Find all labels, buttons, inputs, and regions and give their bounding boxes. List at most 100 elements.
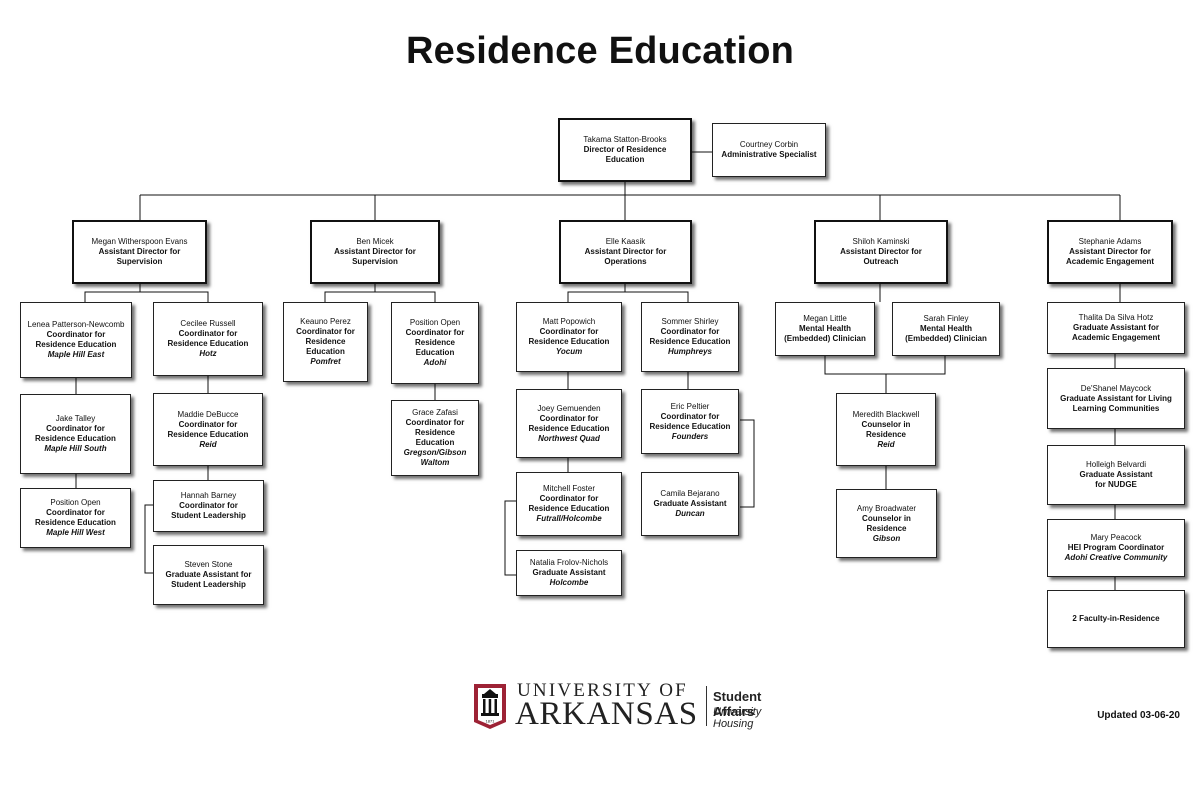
- node-title: Assistant Director for Outreach: [840, 247, 922, 266]
- org-node-ad-evans: Megan Witherspoon Evans Assistant Direct…: [72, 220, 207, 284]
- node-name: Jake Talley: [55, 414, 96, 423]
- node-title: Coordinator for Residence Education: [35, 424, 116, 443]
- node-name: Eric Peltier: [670, 401, 710, 411]
- org-node-frolov-nichols: Natalia Frolov-Nichols Graduate Assistan…: [516, 550, 622, 596]
- university-logo: 1871 UNIVERSITY OF ARKANSAS Student Affa…: [470, 676, 790, 736]
- org-node-ad-kaminski: Shiloh Kaminski Assistant Director for O…: [814, 220, 948, 284]
- org-node-ad-micek: Ben Micek Assistant Director for Supervi…: [310, 220, 440, 284]
- node-name: Sommer Shirley: [661, 317, 719, 326]
- node-title: HEI Program Coordinator: [1067, 543, 1165, 552]
- node-name: Holleigh Belvardi: [1085, 460, 1147, 469]
- node-name: De'Shanel Maycock: [1080, 383, 1152, 393]
- node-name: Hannah Barney: [180, 491, 237, 500]
- node-location: Adohi Creative Community: [1064, 553, 1168, 562]
- org-node-open-maple-hill-west: Position Open Coordinator for Residence …: [20, 488, 131, 548]
- node-title: Mental Health (Embedded) Clinician: [784, 324, 866, 343]
- node-name: Mary Peacock: [1090, 533, 1142, 542]
- node-title: Coordinator for Residence Education: [405, 418, 465, 447]
- org-node-maycock: De'Shanel Maycock Graduate Assistant for…: [1047, 368, 1185, 429]
- node-title: Counselor in Residence: [862, 513, 911, 533]
- org-node-zafasi: Grace Zafasi Coordinator for Residence E…: [391, 400, 479, 476]
- node-name: Grace Zafasi: [412, 408, 458, 417]
- node-title: Assistant Director for Supervision: [334, 247, 416, 266]
- node-location: Futrall/Holcombe: [536, 514, 602, 523]
- node-title: Coordinator for Residence Education: [528, 413, 610, 433]
- node-location: Gregson/Gibson Waltom: [403, 448, 467, 467]
- node-name: Megan Witherspoon Evans: [91, 237, 188, 246]
- org-node-da-silva-hotz: Thalita Da Silva Hotz Graduate Assistant…: [1047, 302, 1185, 354]
- node-name: Natalia Frolov-Nichols: [529, 558, 609, 567]
- org-node-broadwater: Amy Broadwater Counselor in Residence Gi…: [836, 489, 937, 558]
- node-location: Hotz: [199, 349, 217, 358]
- org-node-ad-adams: Stephanie Adams Assistant Director for A…: [1047, 220, 1173, 284]
- node-title: Assistant Director for Academic Engageme…: [1065, 247, 1155, 266]
- node-title: Counselor in Residence: [861, 419, 911, 439]
- node-title: Coordinator for Residence Education: [405, 328, 465, 357]
- node-location: Yocum: [555, 347, 583, 356]
- logo-arkansas: ARKANSAS: [515, 696, 698, 732]
- logo-division: Student Affairs: [713, 689, 762, 719]
- node-name: Elle Kaasik: [605, 237, 646, 246]
- org-node-gemuenden: Joey Gemuenden Coordinator for Residence…: [516, 389, 622, 458]
- node-location: Humphreys: [667, 347, 712, 356]
- node-name: Shiloh Kaminski: [852, 237, 910, 246]
- node-title: Mental Health (Embedded) Clinician: [905, 324, 987, 343]
- org-node-debucce: Maddie DeBucce Coordinator for Residence…: [153, 393, 263, 466]
- org-node-popowich: Matt Popowich Coordinator for Residence …: [516, 302, 622, 372]
- node-title: 2 Faculty-in-Residence: [1072, 614, 1160, 623]
- node-location: Reid: [877, 439, 895, 449]
- node-name: Takama Statton-Brooks: [583, 135, 667, 144]
- node-name: Stephanie Adams: [1078, 237, 1142, 246]
- org-node-shirley: Sommer Shirley Coordinator for Residence…: [641, 302, 739, 372]
- node-title: Coordinator for Residence Education: [167, 419, 249, 439]
- org-node-newcomb: Lenea Patterson-Newcomb Coordinator for …: [20, 302, 132, 378]
- node-title: Director of Residence Education: [583, 145, 667, 164]
- node-location: Pomfret: [310, 357, 341, 366]
- node-title: Coordinator for Residence Education: [167, 329, 249, 348]
- node-location: Founders: [671, 431, 709, 441]
- node-name: Sarah Finley: [923, 314, 969, 323]
- node-name: Thalita Da Silva Hotz: [1078, 313, 1154, 322]
- node-title: Coordinator for Residence Education: [528, 494, 610, 513]
- org-node-barney: Hannah Barney Coordinator for Student Le…: [153, 480, 264, 532]
- node-name: Megan Little: [803, 314, 847, 323]
- node-title: Coordinator for Residence Education: [35, 330, 117, 349]
- node-title: Coordinator for Residence Education: [649, 411, 731, 431]
- node-title: Graduate Assistant for Academic Engageme…: [1071, 323, 1161, 342]
- node-title: Coordinator for Student Leadership: [171, 501, 246, 520]
- node-name: Keauno Perez: [300, 317, 351, 326]
- org-node-peacock: Mary Peacock HEI Program Coordinator Ado…: [1047, 519, 1185, 577]
- node-title: Coordinator for Residence Education: [649, 327, 731, 346]
- node-name: Maddie DeBucce: [177, 409, 239, 419]
- node-title: Graduate Assistant for Student Leadershi…: [165, 570, 252, 589]
- org-node-blackwell: Meredith Blackwell Counselor in Residenc…: [836, 393, 936, 466]
- node-name: Position Open: [50, 498, 101, 507]
- org-node-finley: Sarah Finley Mental Health (Embedded) Cl…: [892, 302, 1000, 356]
- logo-university-of: UNIVERSITY OF: [517, 680, 688, 701]
- node-location: Reid: [199, 439, 217, 449]
- org-node-perez: Keauno Perez Coordinator for Residence E…: [283, 302, 368, 382]
- node-title: Coordinator for Residence Education: [35, 508, 116, 527]
- node-name: Ben Micek: [356, 237, 394, 246]
- node-location: Northwest Quad: [538, 433, 600, 443]
- node-name: Courtney Corbin: [739, 140, 799, 149]
- org-node-stone: Steven Stone Graduate Assistant for Stud…: [153, 545, 264, 605]
- node-location: Maple Hill East: [47, 350, 105, 359]
- node-location: Holcombe: [549, 578, 589, 587]
- org-node-russell: Cecilee Russell Coordinator for Residenc…: [153, 302, 263, 376]
- updated-date: Updated 03-06-20: [1097, 710, 1180, 721]
- org-node-little: Megan Little Mental Health (Embedded) Cl…: [775, 302, 875, 356]
- node-title: Graduate Assistant for Living Learning C…: [1060, 393, 1172, 413]
- node-name: Lenea Patterson-Newcomb: [27, 320, 125, 329]
- node-location: Gibson: [872, 533, 901, 543]
- node-location: Maple Hill West: [46, 528, 105, 537]
- node-title: Coordinator for Residence Education: [296, 327, 355, 356]
- node-location: Duncan: [675, 509, 705, 518]
- page-title: Residence Education: [405, 30, 795, 72]
- node-title: Graduate Assistant: [532, 568, 606, 577]
- org-node-foster: Mitchell Foster Coordinator for Residenc…: [516, 472, 622, 536]
- node-location: Maple Hill South: [44, 444, 107, 453]
- node-title: Coordinator for Residence Education: [528, 327, 610, 346]
- node-name: Meredith Blackwell: [852, 409, 920, 419]
- org-node-talley: Jake Talley Coordinator for Residence Ed…: [20, 394, 131, 474]
